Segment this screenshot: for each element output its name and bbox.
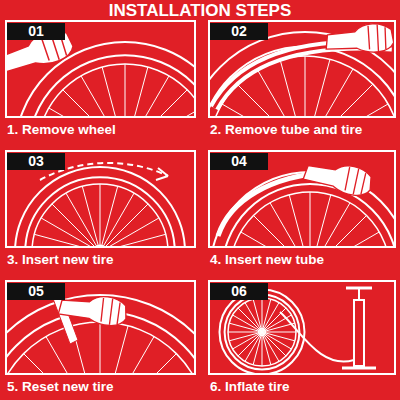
pump-rod — [358, 288, 360, 300]
step-panel: 06 6. Inflate tire — [208, 280, 396, 396]
step-number: 05 — [7, 283, 65, 300]
step-number: 06 — [210, 283, 268, 300]
step-number: 01 — [7, 23, 65, 40]
step-number: 02 — [210, 23, 268, 40]
step-panel: 03 3. Insert new tire — [5, 150, 196, 269]
step-caption: 3. Insert new tire — [5, 251, 196, 269]
tire — [214, 45, 392, 108]
diagram-title: INSTALLATION STEPS — [0, 1, 400, 20]
hand — [303, 152, 376, 202]
panel-frame: 02 — [208, 20, 396, 118]
step-caption: 1. Remove wheel — [5, 121, 196, 139]
panel-frame: 01 — [5, 20, 196, 118]
pump-hose — [280, 312, 354, 362]
step-panel: 01 1. Remove wheel — [5, 20, 196, 139]
step-panel: 02 2. Remove tube and tire — [208, 20, 396, 139]
tire-groove — [214, 45, 392, 108]
insert-tube-picture — [210, 152, 394, 246]
step-caption: 4. Insert new tube — [208, 251, 396, 269]
step-caption: 5. Reset new tire — [5, 378, 196, 396]
arrow-head — [156, 168, 168, 180]
pump-handle — [346, 287, 372, 290]
remove-wheel-picture — [7, 28, 194, 116]
panel-frame: 03 — [5, 150, 196, 248]
hand — [326, 22, 394, 55]
step-number: 04 — [210, 153, 268, 170]
step-caption: 2. Remove tube and tire — [208, 121, 396, 139]
pump-base — [342, 367, 376, 370]
panel-frame: 04 — [208, 150, 396, 248]
wheel — [220, 290, 305, 374]
step-number: 03 — [7, 153, 65, 170]
step-panel: 05 5. Reset new tire — [5, 280, 196, 396]
insert-tire-picture — [15, 163, 185, 246]
step-caption: 6. Inflate tire — [208, 378, 396, 396]
pump-body — [354, 300, 364, 366]
hand — [58, 285, 130, 331]
panel-frame: 06 — [208, 280, 396, 375]
panel-frame: 05 — [5, 280, 196, 375]
inflate-tire-picture — [220, 288, 377, 373]
remove-tube-picture — [210, 22, 394, 116]
step-panel: 04 4. Insert new tube — [208, 150, 396, 269]
